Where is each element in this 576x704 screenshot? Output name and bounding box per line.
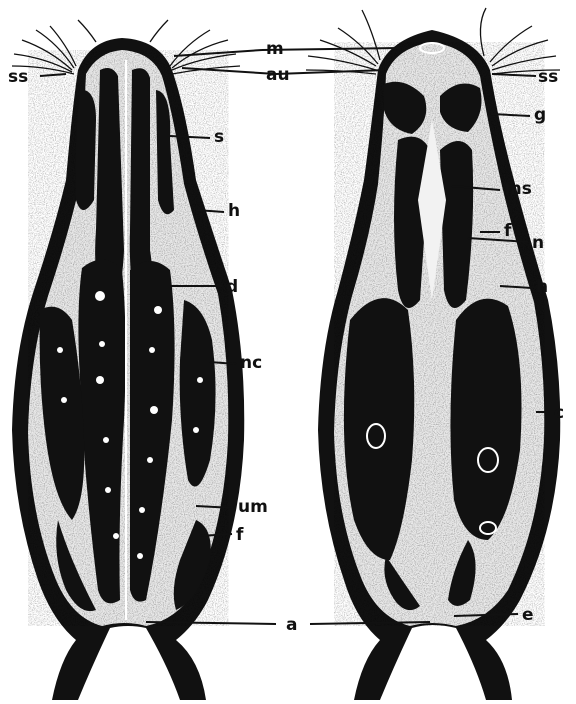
label-ss-left: ss bbox=[8, 67, 28, 87]
label-h-left: h bbox=[228, 201, 240, 221]
label-g: g bbox=[534, 105, 546, 125]
label-c: c bbox=[554, 403, 564, 423]
label-d: d bbox=[226, 277, 238, 297]
label-a: a bbox=[286, 615, 297, 635]
label-n: n bbox=[532, 233, 544, 253]
label-au: au bbox=[266, 65, 290, 85]
right-specimen bbox=[306, 8, 560, 700]
label-f-left: f bbox=[236, 525, 244, 545]
label-um: um bbox=[238, 497, 268, 517]
label-f-right: f bbox=[504, 221, 512, 241]
label-nc: nc bbox=[240, 353, 262, 373]
left-specimen bbox=[12, 20, 244, 700]
label-s: s bbox=[214, 127, 224, 147]
label-ms: ms bbox=[504, 179, 532, 199]
label-m: m bbox=[266, 39, 284, 59]
label-e: e bbox=[522, 605, 534, 625]
label-ss-right: ss bbox=[538, 67, 558, 87]
label-h-right: h bbox=[536, 277, 548, 297]
